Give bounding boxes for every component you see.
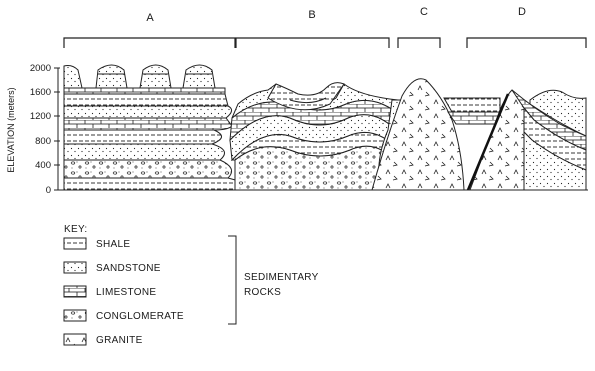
region-b-folded-strata <box>230 83 398 190</box>
legend-swatch-conglomerate <box>64 310 86 321</box>
legend-label-shale: SHALE <box>96 239 130 250</box>
legend-swatch-granite <box>64 334 86 345</box>
cross-section <box>60 65 588 190</box>
legend-label-limestone: LIMESTONE <box>96 287 156 298</box>
legend-swatch-shale <box>64 238 86 249</box>
legend-label-sandstone: SANDSTONE <box>96 263 161 274</box>
y-tick-label: 0 <box>46 185 51 196</box>
legend-heading: KEY: <box>64 224 87 235</box>
region-label-a: A <box>146 12 154 24</box>
legend-swatch-sandstone <box>64 262 86 273</box>
region-brackets <box>64 38 586 48</box>
region-label-b: B <box>308 9 315 21</box>
legend-label-granite: GRANITE <box>96 335 143 346</box>
region-label-d: D <box>518 6 526 18</box>
y-tick-label: 800 <box>35 136 51 147</box>
y-tick-label: 400 <box>35 160 51 171</box>
elevation-axis: ELEVATION (meters) 2000 1600 1200 800 40… <box>6 63 60 196</box>
y-axis-title: ELEVATION (meters) <box>6 87 16 172</box>
rocks-label: ROCKS <box>244 287 281 298</box>
region-a-strata <box>64 65 250 190</box>
legend-label-conglomerate: CONGLOMERATE <box>96 311 184 322</box>
y-tick-label: 2000 <box>30 63 51 74</box>
legend-swatch-limestone <box>64 286 86 297</box>
sedimentary-bracket <box>228 236 236 324</box>
y-tick-label: 1600 <box>30 87 51 98</box>
legend: KEY: SHALE SANDSTONE LIMESTONE CONGLOMER… <box>64 224 319 346</box>
sedimentary-label: SEDIMENTARY <box>244 272 319 283</box>
y-tick-label: 1200 <box>30 111 51 122</box>
region-label-c: C <box>420 6 428 18</box>
